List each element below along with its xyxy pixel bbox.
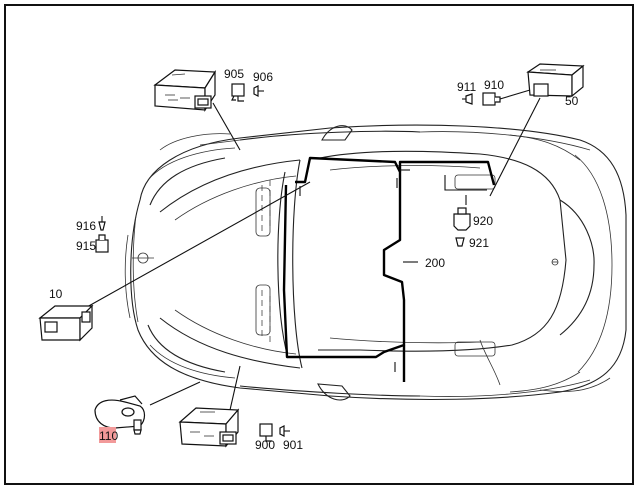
label-905: 905 (224, 67, 244, 81)
connector-910-icon (482, 89, 531, 106)
connector-905-icon (231, 83, 245, 102)
label-901: 901 (283, 438, 303, 452)
control-unit-10-group: 916 915 10 (38, 216, 109, 342)
control-unit-900-group: 900 901 (178, 407, 303, 452)
terminal-921-icon (455, 237, 465, 247)
antenna-module-top-right (526, 63, 585, 98)
control-unit-bottom (178, 407, 240, 448)
label-916: 916 (76, 219, 96, 233)
label-200: 200 (425, 256, 445, 270)
label-10: 10 (49, 287, 63, 301)
terminal-916-icon (98, 216, 106, 231)
label-920: 920 (473, 214, 493, 228)
wiring-harness-200 (282, 156, 496, 382)
label-50: 50 (565, 94, 579, 108)
label-921: 921 (469, 236, 489, 250)
car-body-outline (124, 124, 627, 401)
control-unit-top-left (153, 69, 217, 112)
tire-pressure-sensor (94, 395, 146, 435)
connector-920-icon (453, 207, 471, 231)
connector-900-icon (259, 423, 273, 442)
label-915: 915 (76, 239, 96, 253)
label-906: 906 (253, 70, 273, 84)
part-highlight (99, 427, 116, 443)
tire-pressure-sensor-110-group: 110 (94, 395, 146, 443)
label-110: 110 (99, 429, 118, 443)
leader-lines (77, 97, 541, 433)
antenna-module-50-group: 911 910 50 (457, 63, 585, 108)
control-unit-left (38, 304, 94, 342)
terminal-906-icon (253, 85, 264, 97)
receiver-920-group: 920 921 (453, 207, 493, 250)
label-911: 911 (457, 80, 476, 94)
terminal-911-icon (462, 93, 473, 105)
control-unit-905-group: 905 906 (153, 67, 273, 112)
connector-915-icon (95, 234, 109, 253)
label-910: 910 (484, 78, 504, 92)
label-900: 900 (255, 438, 275, 452)
terminal-901-icon (279, 425, 290, 437)
